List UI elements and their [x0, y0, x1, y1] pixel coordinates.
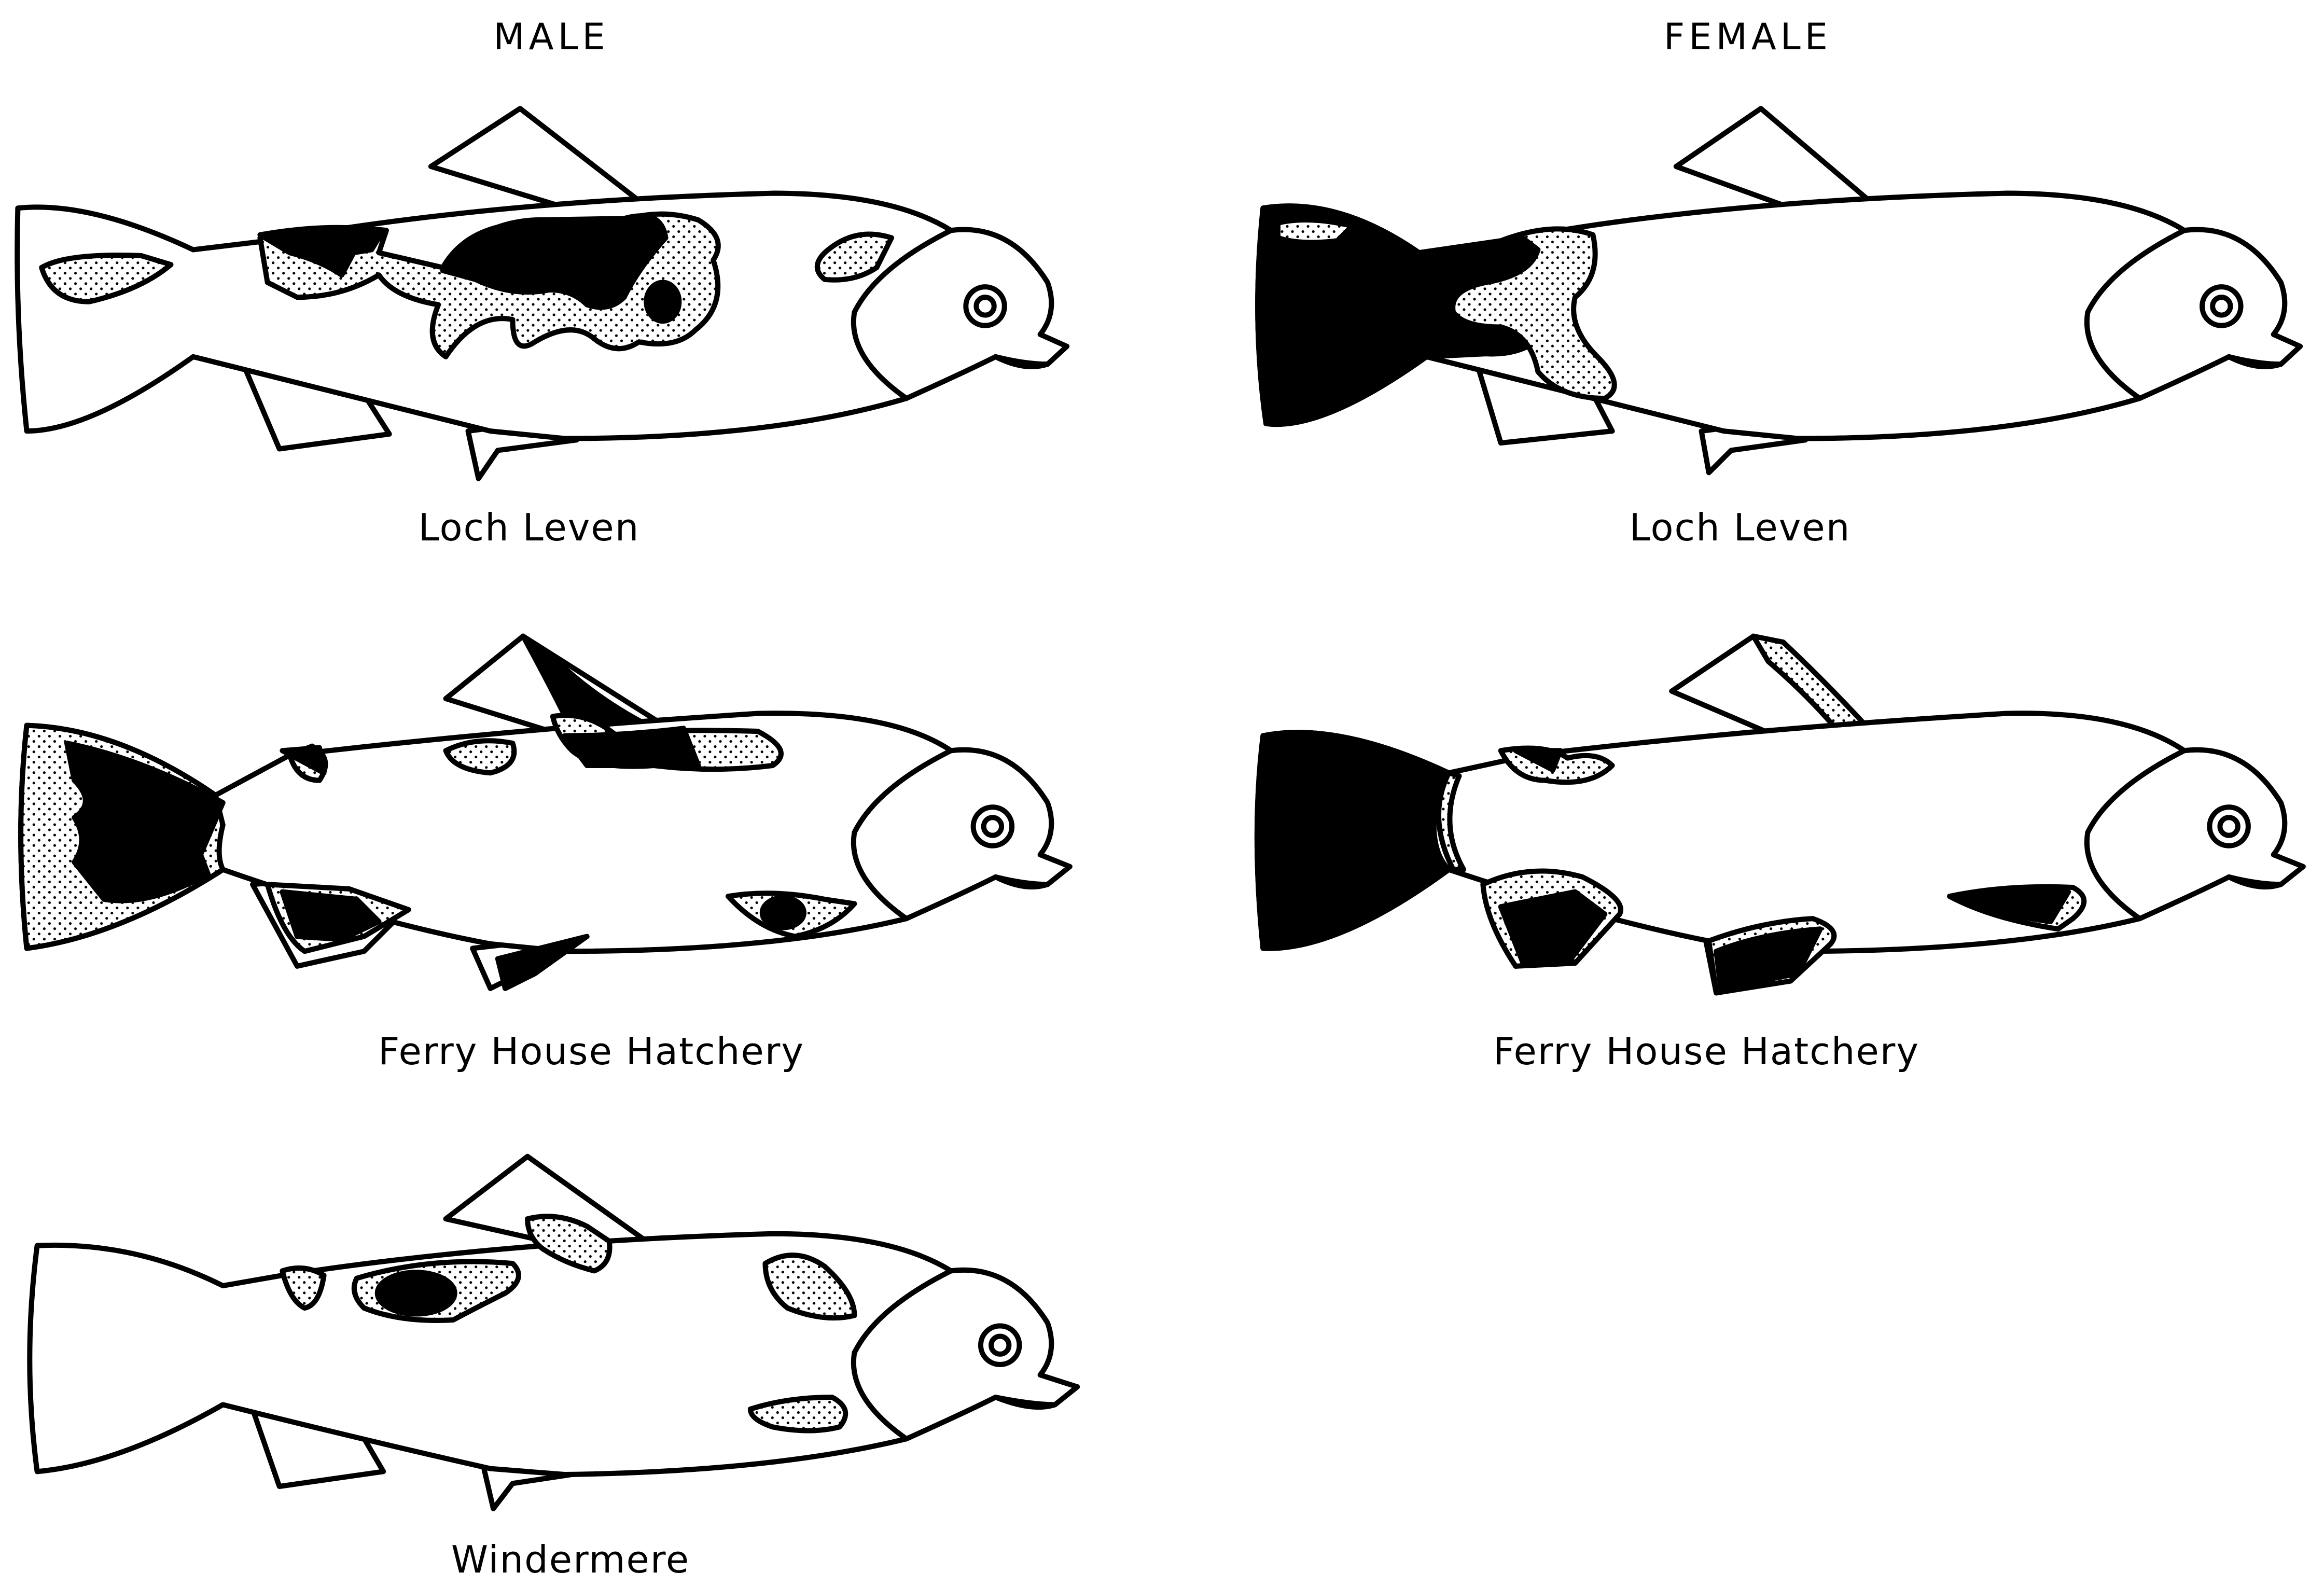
fish-label-male-windermere: Windermere — [451, 1538, 690, 1581]
column-heading-male: MALE — [493, 16, 609, 58]
fish-label-female-loch-leven: Loch Leven — [1630, 506, 1851, 549]
fish-female-ferry-house — [1257, 636, 2303, 993]
fish-male-loch-leven — [17, 108, 1067, 479]
fish-label-male-loch-leven: Loch Leven — [419, 506, 640, 549]
fish-label-female-ferry-house: Ferry House Hatchery — [1493, 1029, 1919, 1073]
fish-female-loch-leven — [1258, 108, 2300, 472]
fish-male-windermere — [30, 1157, 1077, 1509]
fish-male-ferry-house — [21, 636, 1070, 989]
fish-label-male-ferry-house: Ferry House Hatchery — [378, 1029, 804, 1073]
column-heading-female: FEMALE — [1664, 16, 1832, 58]
